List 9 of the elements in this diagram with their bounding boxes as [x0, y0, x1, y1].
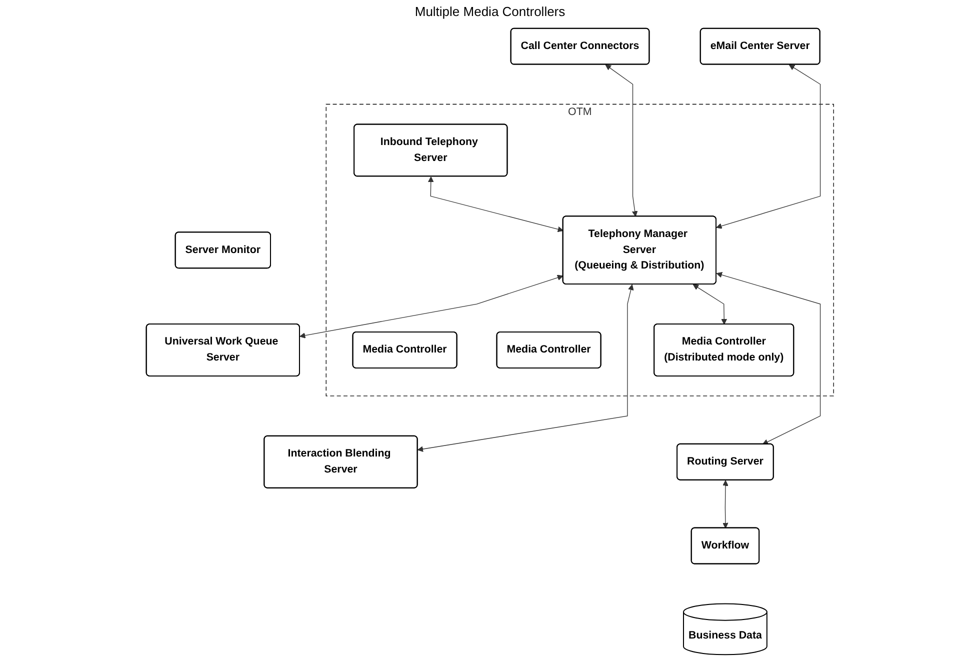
arrow [417, 284, 634, 452]
arrow [428, 176, 564, 232]
arrow [692, 284, 728, 325]
arrow [716, 64, 821, 229]
arrow [722, 480, 728, 528]
arrow [716, 272, 821, 444]
arrow [605, 64, 638, 217]
note-text: Multiple Media Controllers [414, 4, 566, 19]
arrow [300, 274, 564, 338]
